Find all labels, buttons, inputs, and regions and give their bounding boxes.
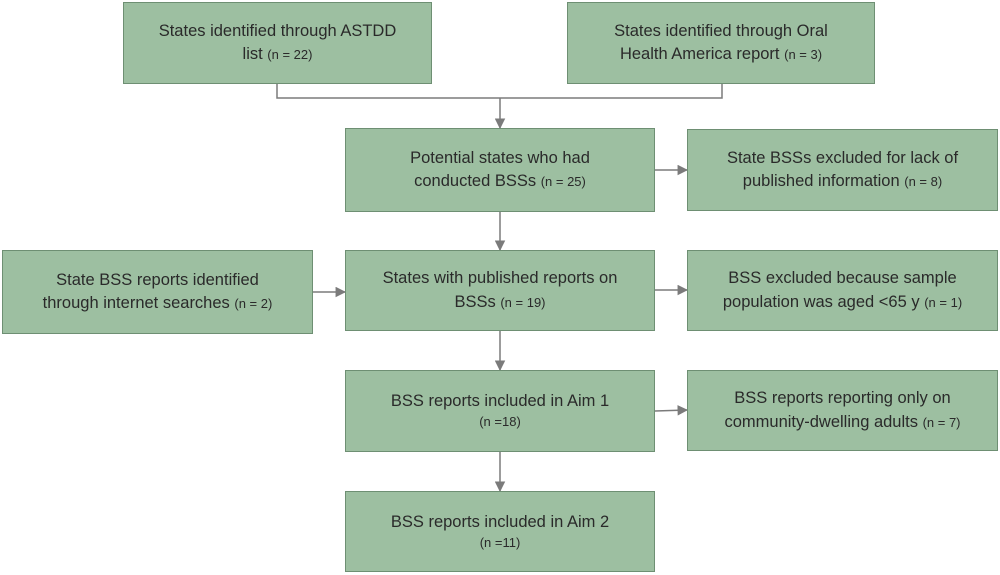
box-astdd-states: States identified through ASTDD list (n … bbox=[123, 2, 432, 84]
box-potential-states: Potential states who had conducted BSSs … bbox=[345, 128, 655, 212]
box-oha-line2: Health America report bbox=[619, 45, 780, 63]
box-aim1-count: (n =18) bbox=[479, 414, 521, 430]
box-astdd-line1: States identified through ASTDD bbox=[158, 21, 397, 40]
box-potential-line2: conducted BSSs bbox=[414, 172, 537, 190]
box-oral-health-america-states: States identified through Oral Health Am… bbox=[567, 2, 875, 84]
box-excluded-age-count: (n = 1) bbox=[924, 294, 963, 310]
box-excluded-age: BSS excluded because sample population w… bbox=[687, 250, 998, 331]
box-aim1-reports: BSS reports included in Aim 1 (n =18) bbox=[345, 370, 655, 452]
arrow-to-community bbox=[654, 405, 689, 416]
box-excluded-lack-info: State BSSs excluded for lack of publishe… bbox=[687, 129, 998, 211]
box-potential-count: (n = 25) bbox=[540, 174, 586, 189]
box-community-line2: community-dwelling adults bbox=[724, 412, 918, 431]
box-aim2-reports: BSS reports included in Aim 2 (n =11) bbox=[345, 491, 655, 572]
box-astdd-count: (n = 22) bbox=[267, 47, 313, 62]
box-published-count: (n = 19) bbox=[500, 294, 546, 310]
box-excluded-lack-line1: State BSSs excluded for lack of bbox=[726, 148, 959, 167]
merge-line bbox=[276, 84, 723, 99]
box-aim2-count: (n =11) bbox=[479, 534, 521, 550]
box-aim1-line1: BSS reports included in Aim 1 bbox=[390, 392, 610, 411]
box-astdd-line2: list bbox=[242, 45, 263, 63]
box-oha-count: (n = 3) bbox=[784, 47, 823, 62]
box-published-line2: BSSs bbox=[454, 292, 496, 311]
box-excluded-lack-count: (n = 8) bbox=[904, 174, 943, 189]
box-internet-line2: through internet searches bbox=[42, 294, 230, 312]
box-published-reports: States with published reports on BSSs (n… bbox=[345, 250, 655, 331]
box-internet-count: (n = 2) bbox=[234, 296, 273, 311]
box-internet-line1: State BSS reports identified bbox=[56, 270, 259, 289]
box-community-dwelling: BSS reports reporting only on community-… bbox=[687, 370, 998, 451]
box-excluded-age-line1: BSS excluded because sample bbox=[728, 269, 957, 288]
box-excluded-age-line2: population was aged <65 y bbox=[722, 292, 920, 311]
box-oha-line1: States identified through Oral bbox=[614, 21, 828, 40]
box-community-line1: BSS reports reporting only on bbox=[734, 389, 951, 408]
box-internet-reports: State BSS reports identified through int… bbox=[2, 250, 313, 334]
box-aim2-line1: BSS reports included in Aim 2 bbox=[390, 512, 610, 531]
box-community-count: (n = 7) bbox=[922, 414, 961, 430]
box-published-line1: States with published reports on bbox=[382, 269, 618, 288]
box-potential-line1: Potential states who had bbox=[410, 148, 590, 167]
box-excluded-lack-line2: published information bbox=[742, 172, 900, 190]
